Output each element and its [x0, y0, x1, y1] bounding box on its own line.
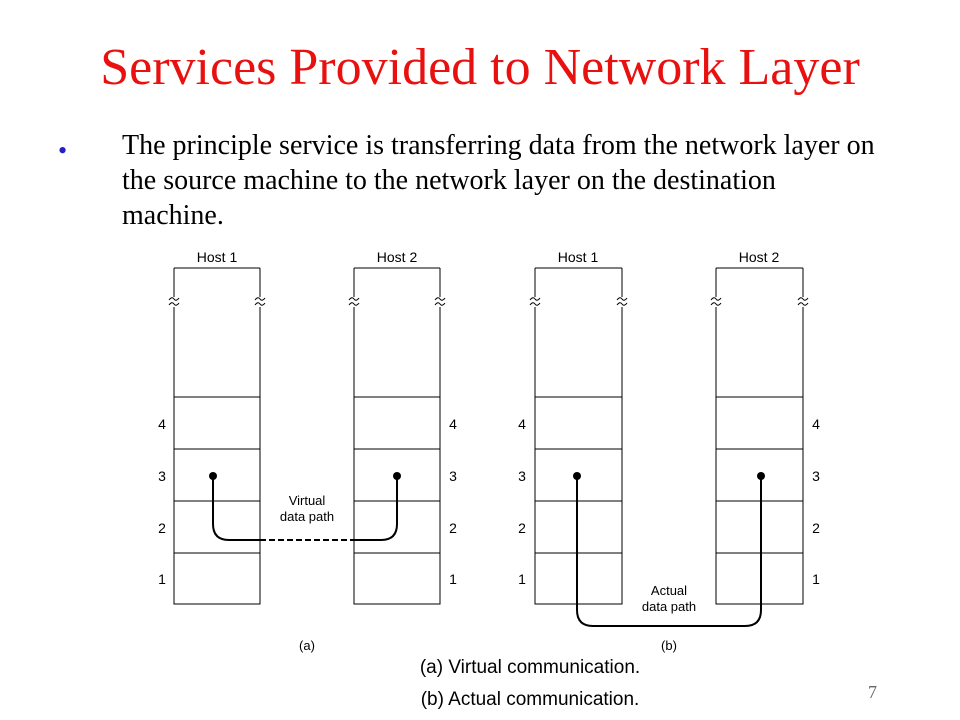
virtual-path-label-line1: Virtual: [289, 493, 326, 508]
diagram-a-host2-stack: [353, 267, 441, 605]
layer-number: 4: [449, 416, 457, 432]
actual-data-path: [573, 472, 765, 627]
layer-number: 4: [158, 416, 166, 432]
bullet-dot: •: [58, 136, 68, 165]
layer-number: 3: [158, 468, 166, 484]
actual-path-label-line2: data path: [642, 599, 696, 614]
panel-label-a: (a): [299, 638, 315, 653]
virtual-path-label-line2: data path: [280, 509, 334, 524]
page-number: 7: [868, 682, 877, 702]
bullet-text: The principle service is transferring da…: [122, 130, 875, 231]
layer-number: 1: [812, 571, 820, 587]
caption-line2: (b) Actual communication.: [420, 689, 640, 710]
diagram-b-host2-label: Host 2: [739, 249, 780, 265]
layer-number: 3: [449, 468, 457, 484]
diagram-b-host1-label: Host 1: [558, 249, 599, 265]
layer-number: 4: [518, 416, 526, 432]
layer-number: 1: [518, 571, 526, 587]
diagram-a-host1-stack: [173, 267, 261, 605]
diagram-a-host1-label: Host 1: [197, 249, 238, 265]
layer-number: 1: [449, 571, 457, 587]
break-marks: [168, 297, 809, 307]
layer-number: 2: [518, 520, 526, 536]
layer-number: 4: [812, 416, 820, 432]
layer-number: 1: [158, 571, 166, 587]
panel-label-b: (b): [661, 638, 677, 653]
layer-number: 2: [449, 520, 457, 536]
caption-line1: (a) Virtual communication.: [419, 657, 641, 678]
layer-number: 2: [158, 520, 166, 536]
slide-title: Services Provided to Network Layer: [100, 39, 860, 96]
layer-number: 2: [812, 520, 820, 536]
diagram-a-host2-label: Host 2: [377, 249, 418, 265]
diagram-b-host1-stack: [534, 267, 623, 605]
diagram-b-host2-stack: [715, 267, 804, 605]
layer-number: 3: [812, 468, 820, 484]
actual-path-label-line1: Actual: [651, 583, 687, 598]
virtual-data-path: [209, 472, 401, 541]
layer-number: 3: [518, 468, 526, 484]
